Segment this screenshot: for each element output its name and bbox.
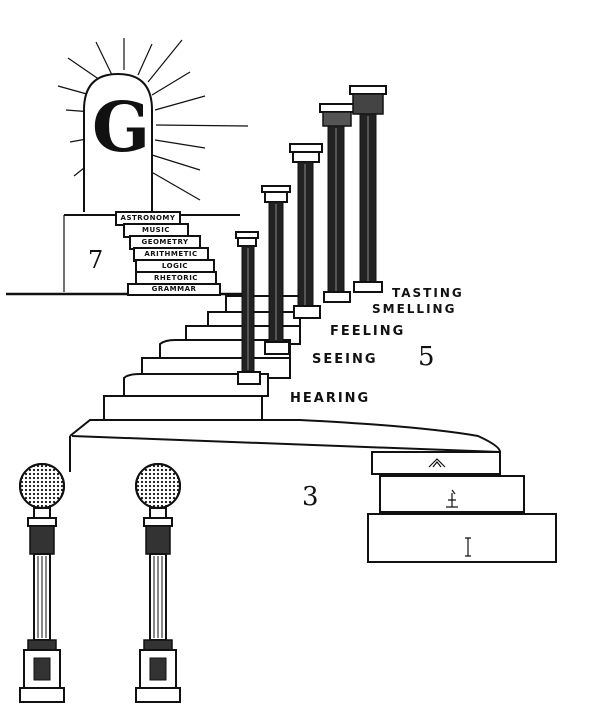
label-feeling: FEELING — [330, 324, 406, 339]
lower-landing — [69, 419, 502, 454]
number-three: 3 — [302, 482, 319, 512]
column-4 — [319, 103, 355, 303]
g-emblem: G — [92, 88, 151, 168]
label-tasting: TASTING — [392, 286, 464, 300]
label-smelling: SMELLING — [372, 302, 457, 316]
number-five: 5 — [418, 342, 435, 372]
liberal-arts-steps — [115, 211, 221, 296]
label-seeing: SEEING — [312, 352, 378, 367]
label-hearing: HEARING — [290, 391, 371, 406]
three-steps — [367, 451, 557, 563]
step-label-rhetoric: RHETORIC — [154, 274, 198, 282]
column-5 — [349, 85, 387, 293]
step-label-astronomy: ASTRONOMY — [120, 214, 176, 222]
g-niche — [83, 72, 153, 212]
pillar-right — [135, 463, 181, 703]
pillar-left — [19, 463, 65, 703]
column-3 — [289, 143, 323, 319]
column-1 — [235, 231, 261, 385]
number-seven: 7 — [88, 246, 104, 274]
step-label-geometry: GEOMETRY — [141, 238, 189, 246]
step-label-grammar: GRAMMAR — [151, 285, 197, 293]
column-2 — [261, 185, 291, 355]
step-label-arithmetic: ARITHMETIC — [144, 250, 198, 258]
step-symbols — [428, 458, 471, 557]
step-label-logic: LOGIC — [161, 262, 189, 270]
step-label-music: MUSIC — [142, 226, 170, 234]
